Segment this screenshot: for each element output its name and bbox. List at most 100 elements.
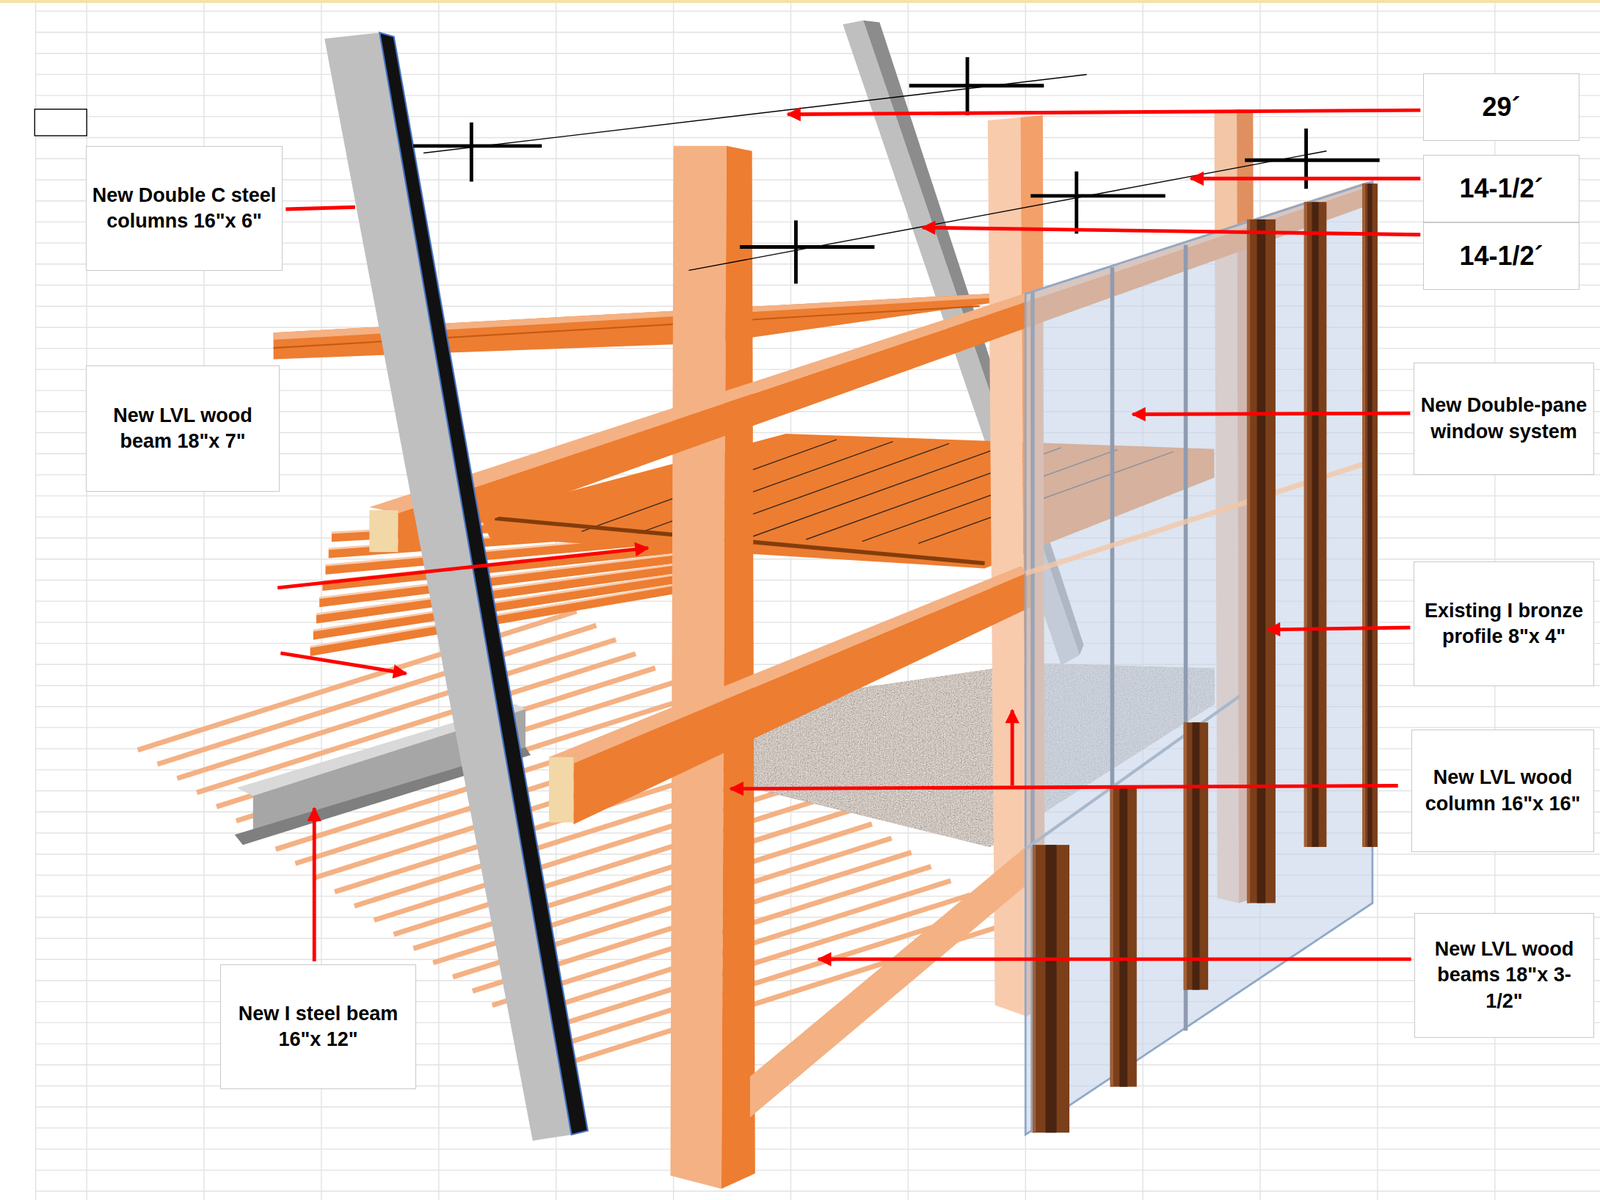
empty-cell (34, 109, 87, 136)
bronze-web (1257, 219, 1267, 904)
axis-cross (909, 83, 1045, 88)
axis-cross (1030, 194, 1166, 199)
axis-cross (965, 57, 970, 116)
wood-column-front (670, 146, 726, 1189)
beam-end (548, 757, 574, 823)
callout-box: New LVL wood beams 18"x 3-1/2" (1414, 913, 1595, 1038)
axis-cross (469, 122, 474, 183)
leader-line (922, 227, 1421, 235)
bronze-profile (1183, 722, 1209, 990)
leader-line (1267, 627, 1411, 630)
bronze-profile (1362, 183, 1378, 847)
bronze-edge (1304, 201, 1308, 847)
axis-cross (739, 245, 875, 249)
joist-edge (313, 565, 735, 631)
deck-board-line (750, 445, 1006, 538)
bronze-web (1045, 844, 1057, 1133)
leader-line (730, 786, 1398, 789)
callout-box: New Double C steel columns 16"x 6" (85, 146, 283, 271)
window-pane (1025, 181, 1373, 1135)
bronze-edge (1183, 722, 1187, 990)
callout-text: 29´ (1428, 90, 1575, 125)
callout-box: New Double-pane window system (1413, 362, 1595, 475)
axis-cross (413, 143, 542, 148)
grid-line (35, 1148, 1600, 1150)
lvl-beam-low (750, 846, 1026, 1118)
callout-box: New I steel beam 16"x 12" (220, 964, 417, 1090)
bronze-web (1312, 201, 1319, 847)
callout-text: 14-1/2´ (1428, 239, 1575, 274)
grid-line (35, 1106, 1600, 1108)
bronze-web (1191, 722, 1200, 990)
callout-box: New LVL wood beam 18"x 7" (85, 365, 280, 492)
bronze-edge (1246, 219, 1250, 904)
grid-line (35, 1127, 1600, 1129)
joist-edge (310, 574, 735, 648)
axis-line (688, 151, 1327, 271)
grid-line (35, 115, 1600, 117)
bronze-flange (1183, 722, 1209, 990)
axis-cross (1074, 171, 1079, 235)
axis-markers (413, 57, 1380, 285)
leader-line (1190, 176, 1421, 181)
callout-text: New I steel beam 16"x 12" (225, 1001, 412, 1053)
callout-box: Existing I bronze profile 8"x 4" (1413, 561, 1595, 687)
callout-text: New LVL wood beam 18"x 7" (91, 402, 275, 455)
leader-line (312, 808, 317, 962)
axis-cross (794, 220, 798, 284)
bronze-profile (1032, 844, 1070, 1133)
floor-slat (551, 909, 991, 1049)
bronze-flange (1304, 201, 1327, 847)
bronze-edge (1032, 844, 1036, 1133)
grid-line (35, 31, 1600, 33)
grid-line (35, 937, 1600, 939)
bronze-flange (1246, 219, 1276, 904)
callout-box: 14-1/2´ (1423, 222, 1580, 290)
wood-column-front-side (721, 146, 756, 1189)
bronze-profiles (1032, 183, 1378, 1133)
bronze-web (1119, 786, 1128, 1087)
callout-text: New Double-pane window system (1418, 392, 1589, 445)
leader-line (285, 206, 356, 210)
leader-line (1010, 710, 1015, 787)
bronze-edge (1110, 786, 1114, 1087)
grid-line (35, 959, 1600, 960)
grid-line (35, 916, 1600, 918)
leader-line (280, 653, 406, 674)
callout-box: New LVL wood column 16"x 16" (1411, 729, 1595, 853)
grid-line (35, 74, 1600, 75)
grid-line (35, 1190, 1600, 1192)
lvl-beam-mid-top (548, 566, 1031, 764)
floor-slat (394, 795, 834, 935)
grid-line (35, 52, 1600, 54)
bronze-flange (1110, 786, 1137, 1087)
grid-line (35, 1169, 1600, 1171)
bronze-flange (1362, 183, 1378, 847)
leader-line (277, 548, 649, 588)
axis-cross (1244, 158, 1380, 163)
callout-text: New LVL wood column 16"x 16" (1416, 764, 1589, 817)
top-strip (0, 0, 1600, 3)
callout-box: 29´ (1423, 73, 1580, 141)
joist (310, 574, 735, 657)
callout-text: New Double C steel columns 16"x 6" (91, 182, 278, 235)
sheet-grid (35, 2, 1600, 1200)
grid-line (35, 11, 1600, 12)
bronze-web (1367, 183, 1372, 847)
bronze-profile (1304, 201, 1327, 847)
beam-end (369, 510, 398, 552)
leader-lines (277, 110, 1421, 962)
callout-text: 14-1/2´ (1428, 171, 1575, 207)
bronze-profile (1246, 219, 1276, 904)
floor-slat (157, 625, 597, 765)
joist-face (310, 574, 735, 657)
leader-line (1132, 413, 1410, 414)
callout-text: New LVL wood beams 18"x 3-1/2" (1419, 936, 1589, 1014)
leader-line (818, 957, 1412, 961)
bronze-edge (1362, 183, 1366, 847)
callout-text: Existing I bronze profile 8"x 4" (1418, 598, 1589, 650)
bronze-flange (1032, 844, 1070, 1133)
callout-box: 14-1/2´ (1423, 154, 1580, 223)
